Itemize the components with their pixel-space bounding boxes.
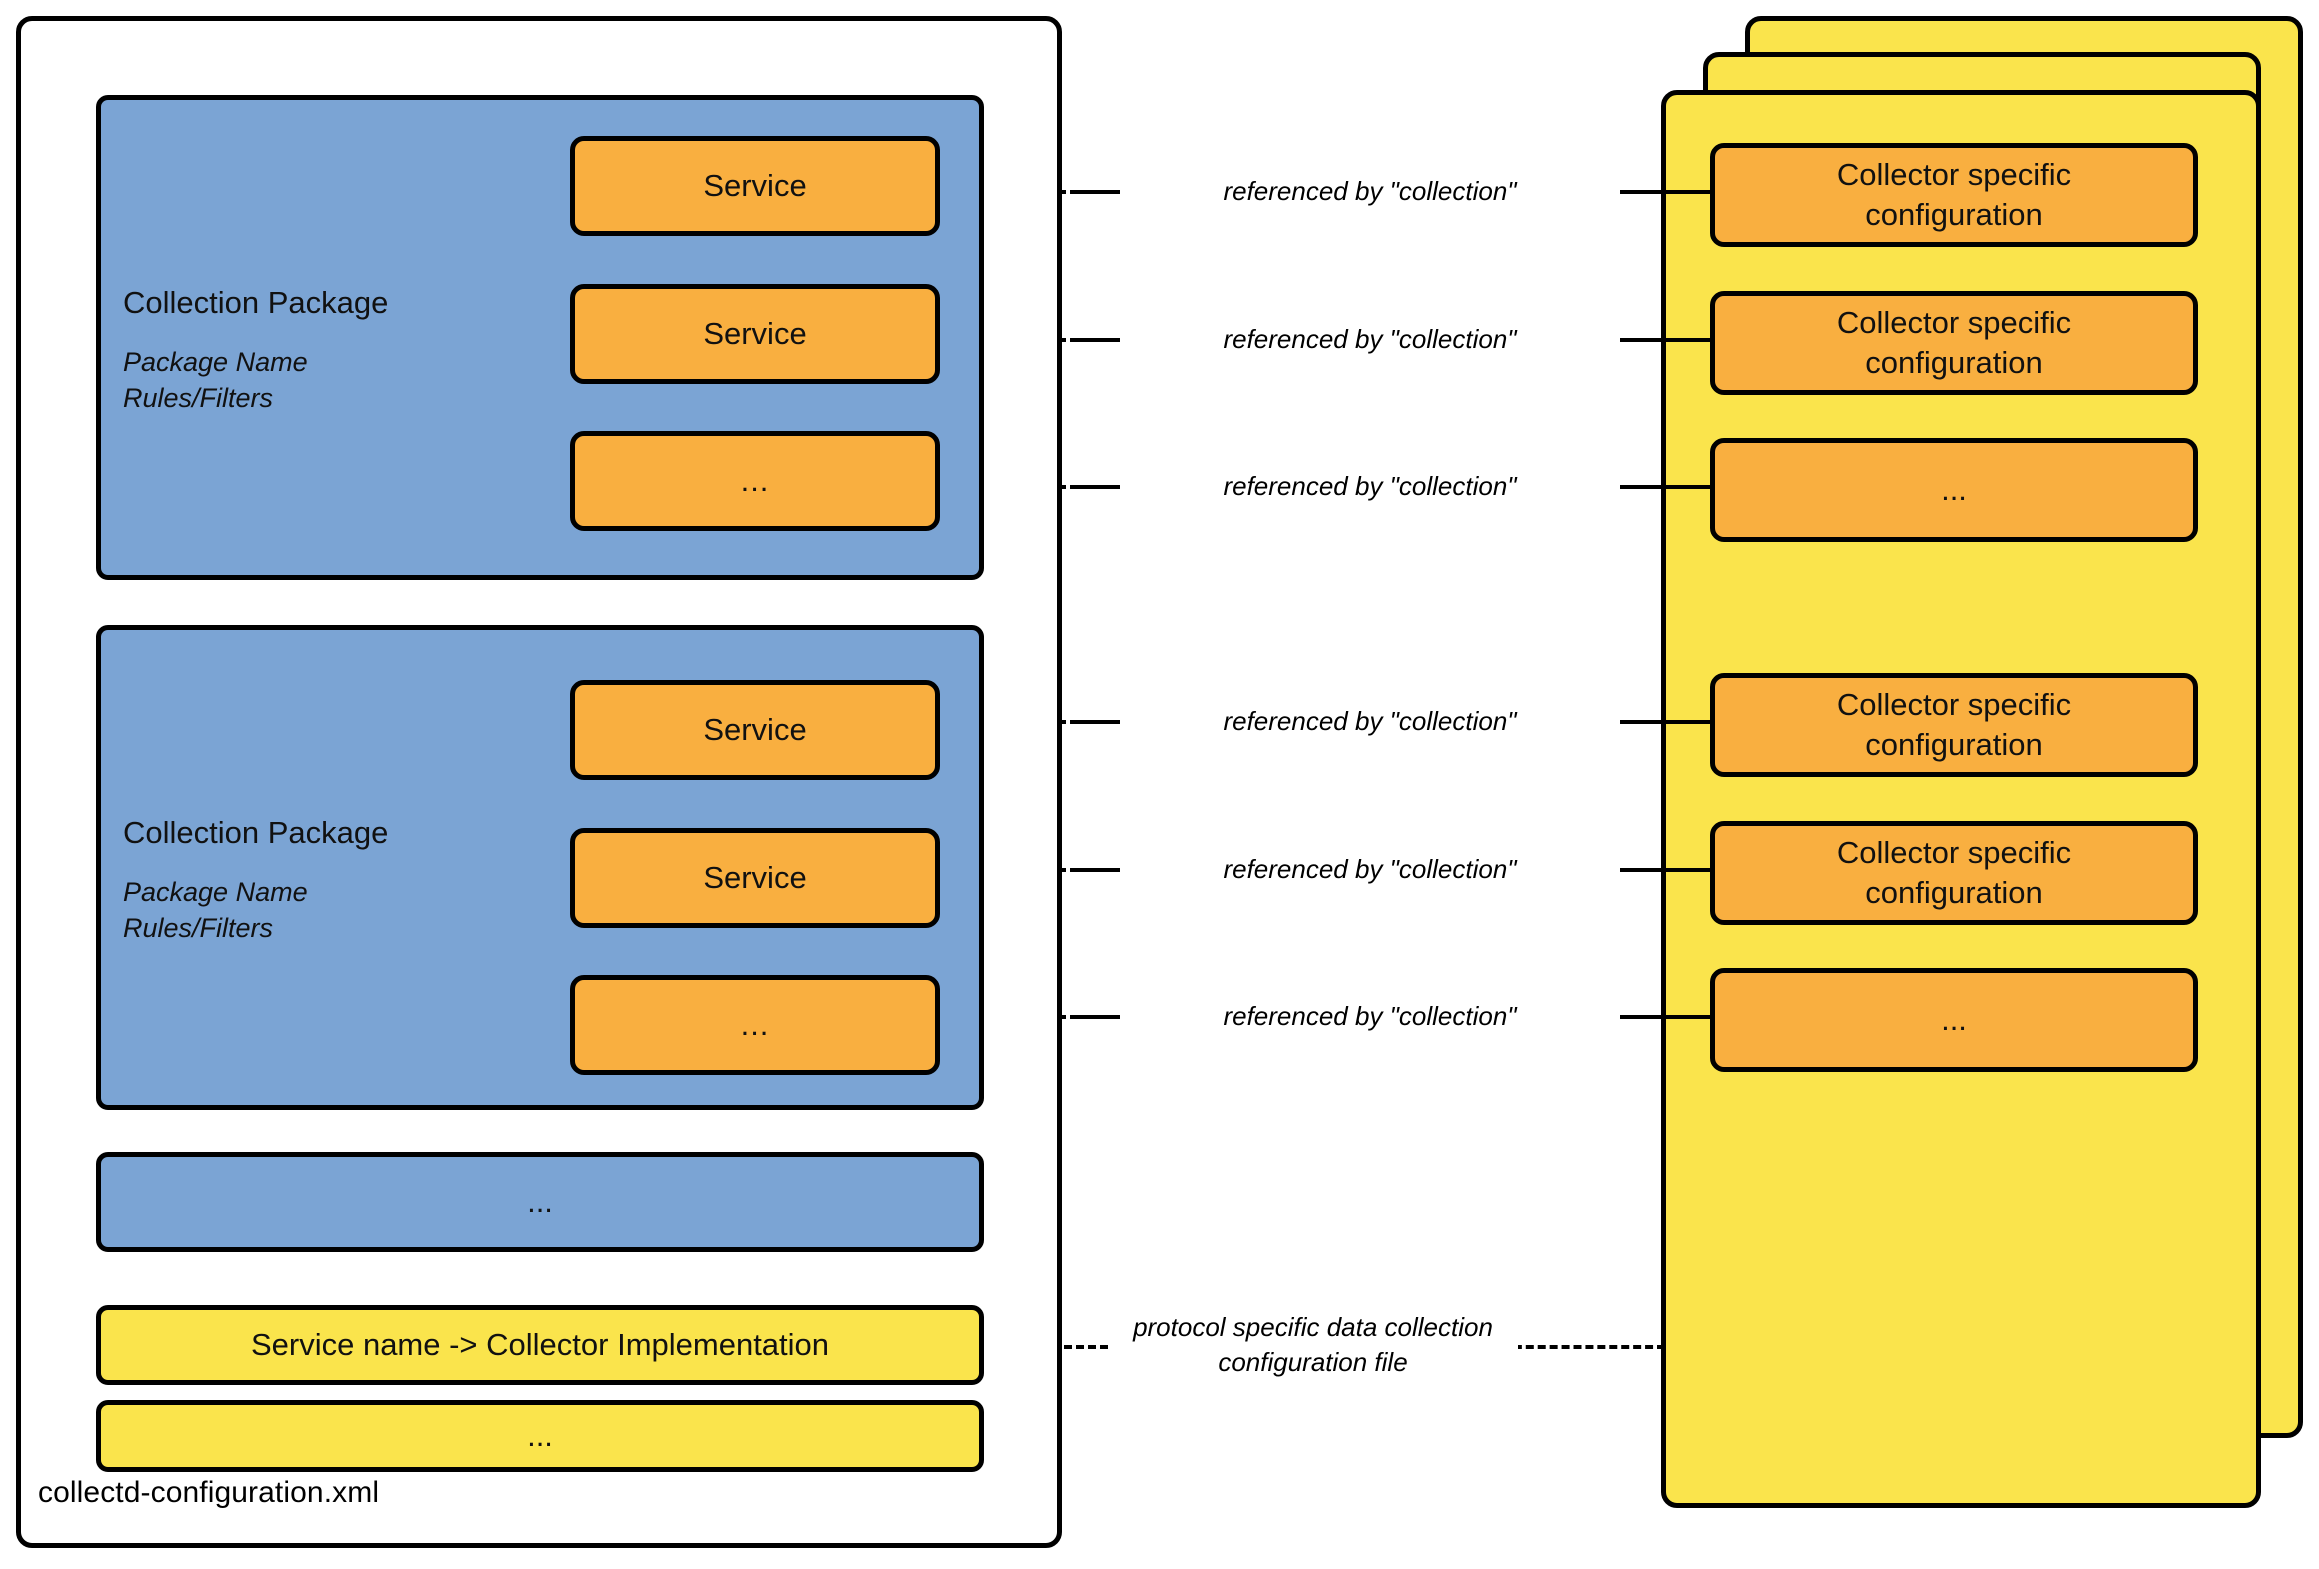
service-chip-1-3[interactable]: ... [570,431,940,531]
collection-package-1[interactable]: Collection Package Package Name Rules/Fi… [96,95,984,580]
service-chip-2-1[interactable]: Service [570,680,940,780]
collection-package-2[interactable]: Collection Package Package Name Rules/Fi… [96,625,984,1110]
collector-config-box-4[interactable]: Collector specific configuration [1710,673,2198,777]
service-chip-2-3[interactable]: ... [570,975,940,1075]
collection-package-ellipsis[interactable]: ... [96,1152,984,1252]
service-chip-2-2[interactable]: Service [570,828,940,928]
collector-config-box-2[interactable]: Collector specific configuration [1710,291,2198,395]
collection-package-1-title: Collection Package [123,285,389,320]
connector-label-4: referenced by "collection" [1120,706,1620,737]
collector-config-box-5[interactable]: Collector specific configuration [1710,821,2198,925]
collection-package-2-subtitle: Package Name Rules/Filters [123,877,308,943]
connector-label-1: referenced by "collection" [1120,176,1620,207]
service-chip-1-1[interactable]: Service [570,136,940,236]
dashed-connector-right [1490,1345,1665,1349]
collectd-configuration-caption: collectd-configuration.xml [38,1476,380,1509]
service-collector-mapping-ellipsis[interactable]: ... [96,1400,984,1472]
service-collector-mapping-row[interactable]: Service name -> Collector Implementation [96,1305,984,1385]
collector-config-box-1[interactable]: Collector specific configuration [1710,143,2198,247]
collection-package-1-subtitle: Package Name Rules/Filters [123,347,308,413]
connector-label-2: referenced by "collection" [1120,324,1620,355]
connector-label-6: referenced by "collection" [1120,1001,1620,1032]
collector-config-box-3[interactable]: ... [1710,438,2198,542]
collector-config-box-6[interactable]: ... [1710,968,2198,1072]
connector-label-3: referenced by "collection" [1120,471,1620,502]
service-chip-1-2[interactable]: Service [570,284,940,384]
dashed-connector-label: protocol specific data collection config… [1108,1310,1518,1380]
collection-package-2-title: Collection Package [123,815,389,850]
connector-label-5: referenced by "collection" [1120,854,1620,885]
